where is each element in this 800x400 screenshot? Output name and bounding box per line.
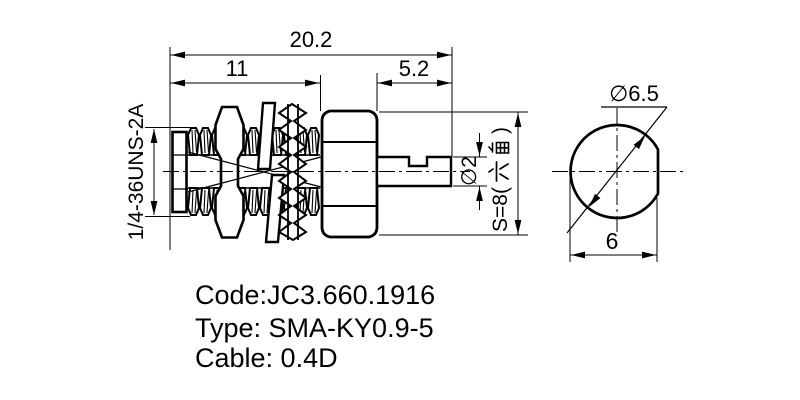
side-view <box>163 101 470 244</box>
body-length-dim: 11 <box>170 56 320 87</box>
dimensions: 20.2 11 5.2 1/4-36UNS-2A ∅2 <box>125 27 528 250</box>
note-type: Type: SMA-KY0.9-5 <box>195 313 434 343</box>
end-view-flat-width-dim: 6 <box>569 178 658 262</box>
thread-spec-label: 1/4-36UNS-2A <box>125 104 148 241</box>
body-length-value: 11 <box>226 56 249 81</box>
end-view-flat-width-value: 6 <box>606 228 619 254</box>
extension-lines <box>145 47 528 250</box>
hanzi-jiao <box>488 141 510 154</box>
hex-size-suffix: ) <box>489 127 512 134</box>
overall-length-value: 20.2 <box>290 27 333 52</box>
notes-block: Code:JC3.660.1916 Type: SMA-KY0.9-5 Cabl… <box>195 280 435 373</box>
pin-length-value: 5.2 <box>399 56 430 81</box>
note-code: Code:JC3.660.1916 <box>195 280 435 310</box>
hanzi-liu <box>488 161 509 182</box>
pin-length-dim: 5.2 <box>377 56 452 87</box>
pin-diameter-label: ∅2 <box>458 156 481 186</box>
overall-length-dim: 20.2 <box>170 27 452 59</box>
end-view-diameter-value: ∅6.5 <box>609 81 659 106</box>
hex-facet-lines <box>322 141 377 207</box>
thread-spec-dim: 1/4-36UNS-2A <box>125 104 158 241</box>
panel-nut <box>214 105 245 239</box>
hex-body <box>320 109 379 239</box>
nose-bore-lines <box>173 154 188 190</box>
hex-size-prefix: S=8( <box>489 187 512 232</box>
pin-diameter-dim: ∅2 <box>458 133 483 210</box>
split-lock-washer <box>256 101 286 244</box>
end-view: ∅6.5 6 <box>552 81 683 262</box>
hex-size-label: S=8( ) <box>488 127 512 232</box>
end-view-diameter-dim: ∅6.5 <box>566 81 668 234</box>
hex-size-dim: S=8( ) <box>488 112 522 235</box>
note-cable: Cable: 0.4D <box>195 343 338 373</box>
